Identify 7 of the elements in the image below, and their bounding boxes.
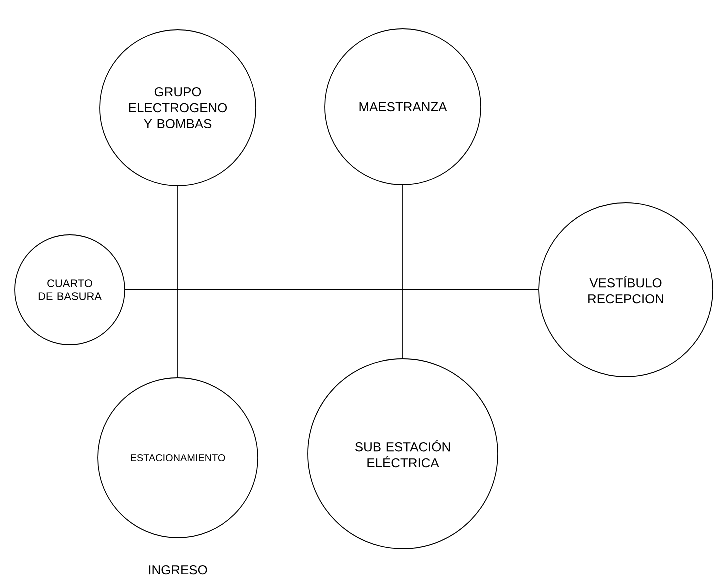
circle-node: ESTACIONAMIENTO xyxy=(98,378,258,538)
circle-node: CUARTO DE BASURA xyxy=(14,234,126,346)
caption-text: INGRESO xyxy=(149,566,208,575)
circle-node: MAESTRANZA xyxy=(324,28,482,186)
circle-node: GRUPO ELECTROGENO Y BOMBAS xyxy=(100,30,256,186)
connector-line xyxy=(402,185,404,359)
circle-node: SUB ESTACIÓN ELÉCTRICA xyxy=(308,358,498,550)
